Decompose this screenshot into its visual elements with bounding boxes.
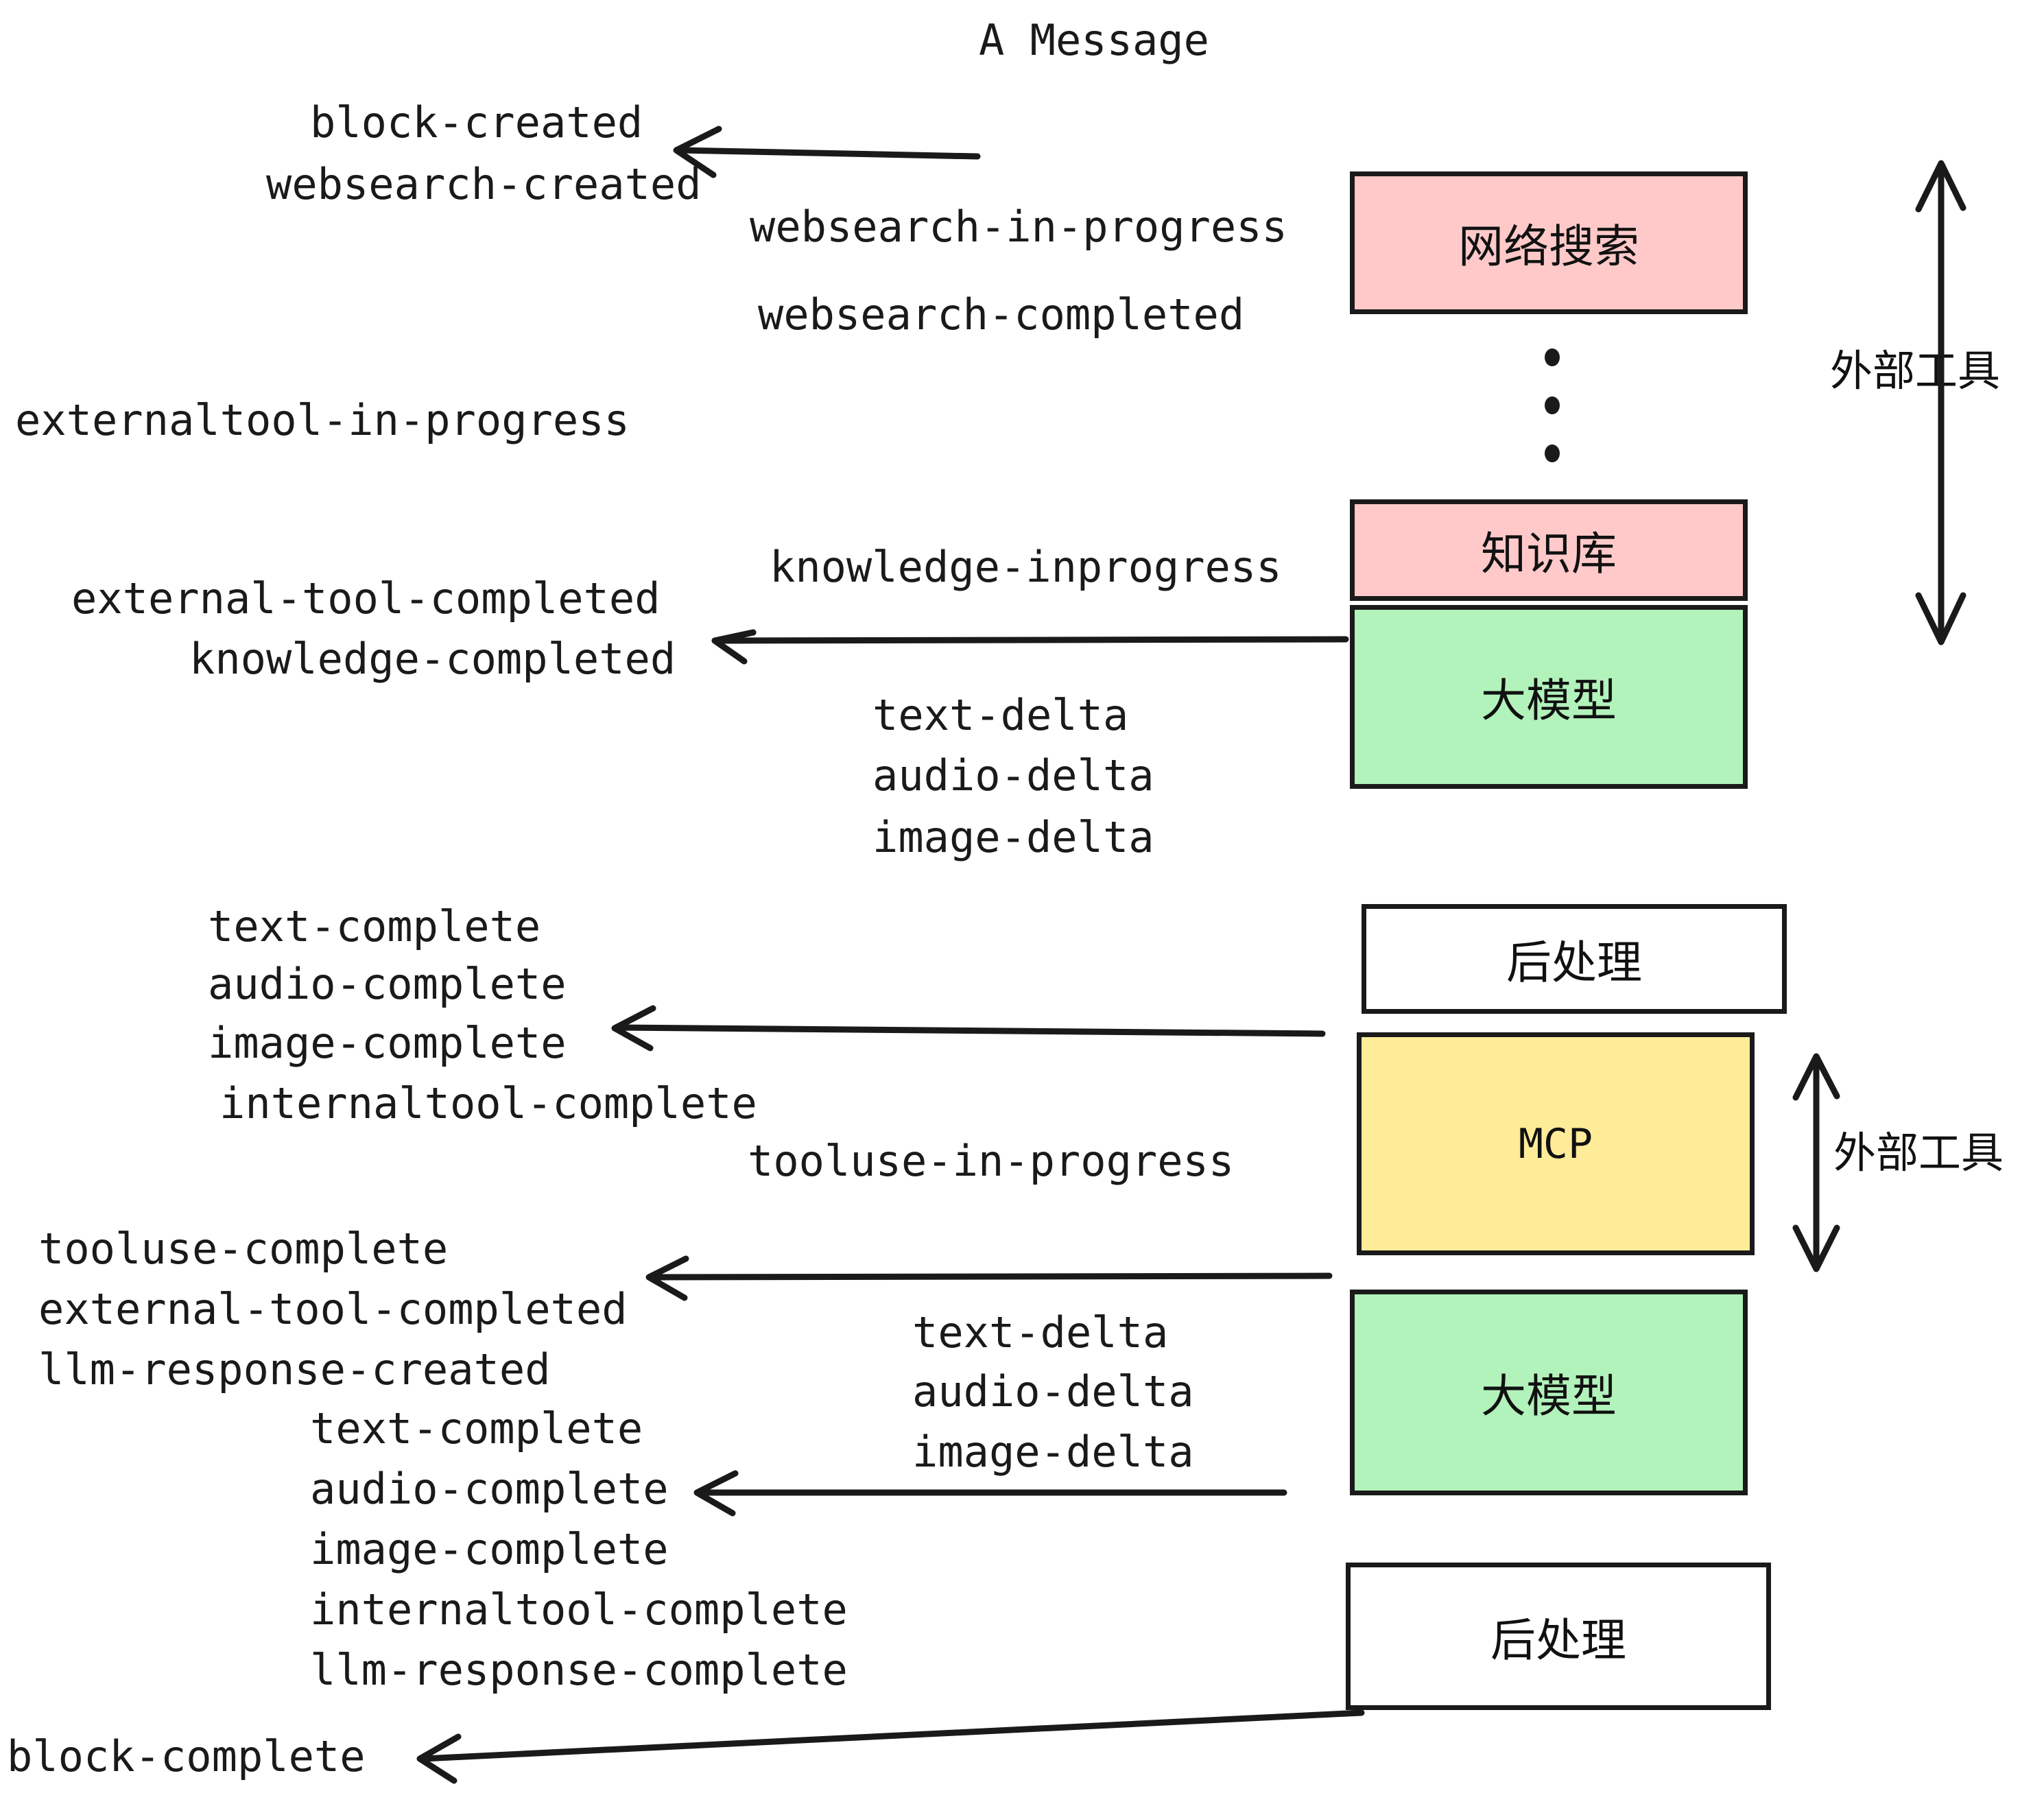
event-websearch-completed: websearch-completed bbox=[758, 289, 1245, 340]
event-llm-response-created: llm-response-created bbox=[38, 1344, 551, 1394]
arrow-websearch-to-created bbox=[673, 126, 981, 178]
event-block-complete: block-complete bbox=[7, 1731, 366, 1781]
box-postprocess-2-label: 后处理 bbox=[1490, 1613, 1626, 1667]
ellipsis-dot-1 bbox=[1545, 348, 1560, 366]
event-internaltool-complete-2: internaltool-complete bbox=[310, 1585, 848, 1635]
event-internaltool-complete-1: internaltool-complete bbox=[219, 1078, 757, 1128]
event-llm-response-complete: llm-response-complete bbox=[310, 1645, 848, 1695]
box-llm-1-label: 大模型 bbox=[1481, 674, 1617, 727]
arrow-llm2-to-audio-complete bbox=[693, 1470, 1287, 1517]
box-knowledge[interactable]: 知识库 bbox=[1350, 499, 1748, 601]
event-knowledge-inprogress: knowledge-inprogress bbox=[770, 542, 1282, 592]
box-postprocess-2[interactable]: 后处理 bbox=[1346, 1563, 1771, 1710]
event-external-tool-completed-1: external-tool-completed bbox=[71, 573, 661, 624]
event-image-complete-1: image-complete bbox=[208, 1018, 567, 1068]
arrow-knowledge-to-completed bbox=[711, 629, 1349, 665]
event-text-delta-1: text-delta bbox=[872, 690, 1129, 740]
side-label-external-tool-bottom: 外部工具 bbox=[1833, 1128, 2004, 1178]
event-text-delta-2: text-delta bbox=[912, 1307, 1169, 1357]
box-postprocess-1[interactable]: 后处理 bbox=[1362, 904, 1787, 1014]
box-postprocess-1-label: 后处理 bbox=[1506, 936, 1642, 989]
event-audio-complete-2: audio-complete bbox=[310, 1464, 669, 1514]
box-mcp-label: MCP bbox=[1518, 1119, 1593, 1168]
double-arrow-external-tool-top bbox=[1915, 160, 1966, 645]
arrow-post1-to-image-complete bbox=[611, 1005, 1326, 1052]
ellipsis-dot-2 bbox=[1545, 396, 1560, 414]
event-text-complete-1: text-complete bbox=[208, 901, 541, 951]
event-tooluse-complete: tooluse-complete bbox=[38, 1224, 449, 1274]
event-image-delta-1: image-delta bbox=[872, 812, 1154, 862]
event-audio-delta-1: audio-delta bbox=[872, 750, 1154, 800]
arrow-mcp-to-tooluse-complete bbox=[645, 1255, 1333, 1301]
box-llm-1[interactable]: 大模型 bbox=[1350, 605, 1748, 789]
event-audio-complete-1: audio-complete bbox=[208, 959, 567, 1009]
event-text-complete-2: text-complete bbox=[310, 1403, 643, 1453]
ellipsis-dot-3 bbox=[1545, 444, 1560, 462]
event-block-created: block-created bbox=[310, 97, 643, 147]
event-websearch-in-progress: websearch-in-progress bbox=[750, 202, 1287, 252]
page-title: A Message bbox=[979, 15, 1209, 65]
event-knowledge-completed: knowledge-completed bbox=[189, 634, 676, 684]
event-audio-delta-2: audio-delta bbox=[912, 1366, 1194, 1416]
event-externaltool-in-progress: externaltool-in-progress bbox=[15, 395, 630, 445]
event-image-delta-2: image-delta bbox=[912, 1427, 1194, 1477]
side-label-external-tool-top: 外部工具 bbox=[1830, 346, 2001, 396]
box-llm-2[interactable]: 大模型 bbox=[1350, 1290, 1748, 1495]
event-websearch-created: websearch-created bbox=[266, 159, 702, 209]
double-arrow-external-tool-bottom bbox=[1792, 1053, 1840, 1272]
box-websearch[interactable]: 网络搜索 bbox=[1350, 171, 1748, 314]
box-llm-2-label: 大模型 bbox=[1481, 1370, 1617, 1423]
box-mcp[interactable]: MCP bbox=[1357, 1032, 1755, 1255]
box-knowledge-label: 知识库 bbox=[1481, 527, 1617, 580]
arrow-post2-to-block-complete bbox=[416, 1709, 1365, 1784]
box-websearch-label: 网络搜索 bbox=[1458, 220, 1639, 273]
event-tooluse-in-progress: tooluse-in-progress bbox=[748, 1136, 1235, 1186]
event-image-complete-2: image-complete bbox=[310, 1524, 669, 1574]
event-external-tool-completed-2: external-tool-completed bbox=[38, 1284, 628, 1334]
